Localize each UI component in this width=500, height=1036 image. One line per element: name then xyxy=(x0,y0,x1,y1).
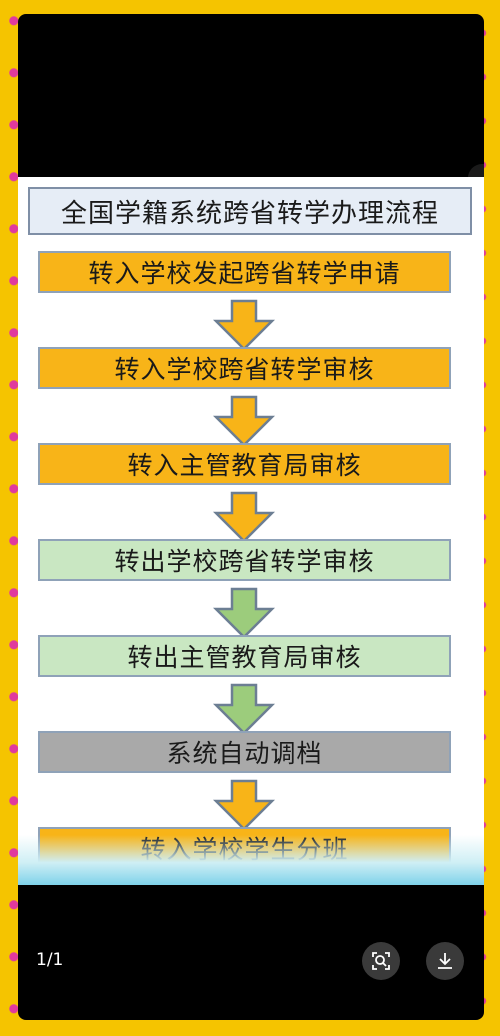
flow-step-5: 转出主管教育局审核 xyxy=(38,635,451,677)
download-button[interactable] xyxy=(426,942,464,980)
down-arrow-3 xyxy=(212,491,276,543)
flow-step-3: 转入主管教育局审核 xyxy=(38,443,451,485)
flowchart-title: 全国学籍系统跨省转学办理流程 xyxy=(28,187,472,235)
flow-step-6: 系统自动调档 xyxy=(38,731,451,773)
image-search-icon xyxy=(372,952,390,970)
slide-bottom-glow xyxy=(18,835,484,885)
image-search-button[interactable] xyxy=(362,942,400,980)
flow-step-2: 转入学校跨省转学审核 xyxy=(38,347,451,389)
flow-step-1: 转入学校发起跨省转学申请 xyxy=(38,251,451,293)
down-arrow-6 xyxy=(212,779,276,831)
download-icon xyxy=(438,953,452,969)
page-counter: 1/1 xyxy=(36,950,64,970)
image-viewer: 全国学籍系统跨省转学办理流程 转入学校发起跨省转学申请 转入学校跨省转学审核 转… xyxy=(18,14,484,1020)
viewer-controls: 1/1 xyxy=(18,942,484,982)
down-arrow-2 xyxy=(212,395,276,447)
flowchart-slide: 全国学籍系统跨省转学办理流程 转入学校发起跨省转学申请 转入学校跨省转学审核 转… xyxy=(18,177,484,885)
down-arrow-4 xyxy=(212,587,276,639)
down-arrow-5 xyxy=(212,683,276,735)
down-arrow-1 xyxy=(212,299,276,351)
flow-step-4: 转出学校跨省转学审核 xyxy=(38,539,451,581)
